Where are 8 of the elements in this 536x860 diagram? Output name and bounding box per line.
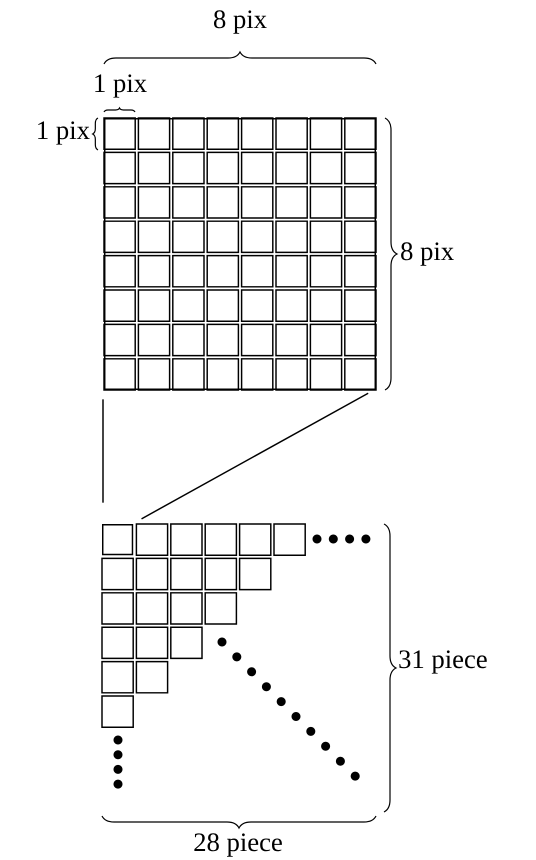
dimension-label: 28 piece — [194, 833, 282, 857]
pixel-grid — [103, 117, 377, 391]
dimension-label: 31 piece — [399, 650, 487, 674]
zoom-line — [102, 399, 104, 503]
square — [102, 524, 134, 556]
zoom-line — [141, 392, 369, 520]
dimension-label: 8 pix — [214, 10, 267, 34]
dimension-label: 8 pix — [401, 242, 454, 266]
